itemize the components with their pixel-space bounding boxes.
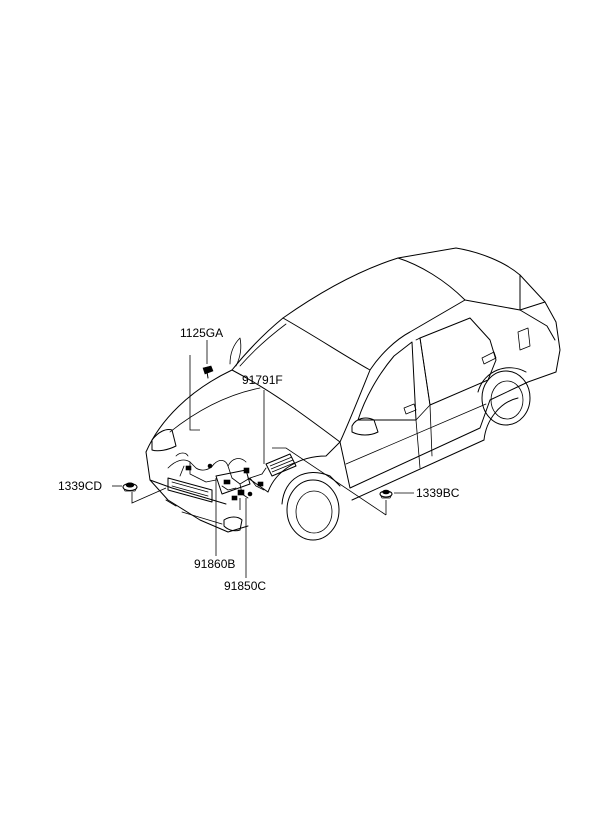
bolt-1125ga [202,365,214,379]
leader-lines [112,340,414,578]
part-label-91850c: 91850C [224,579,266,593]
car-body [145,247,561,541]
part-label-91791f: 91791F [242,373,283,387]
part-label-1339bc: 1339BC [416,486,460,500]
part-label-91860b: 91860B [194,557,235,571]
engine-wiring-harness [167,452,297,501]
grommet-1339cd [122,482,138,492]
grommet-1339bc [379,489,393,499]
part-label-1125ga: 1125GA [180,326,223,340]
part-label-1339cd: 1339CD [58,479,102,493]
